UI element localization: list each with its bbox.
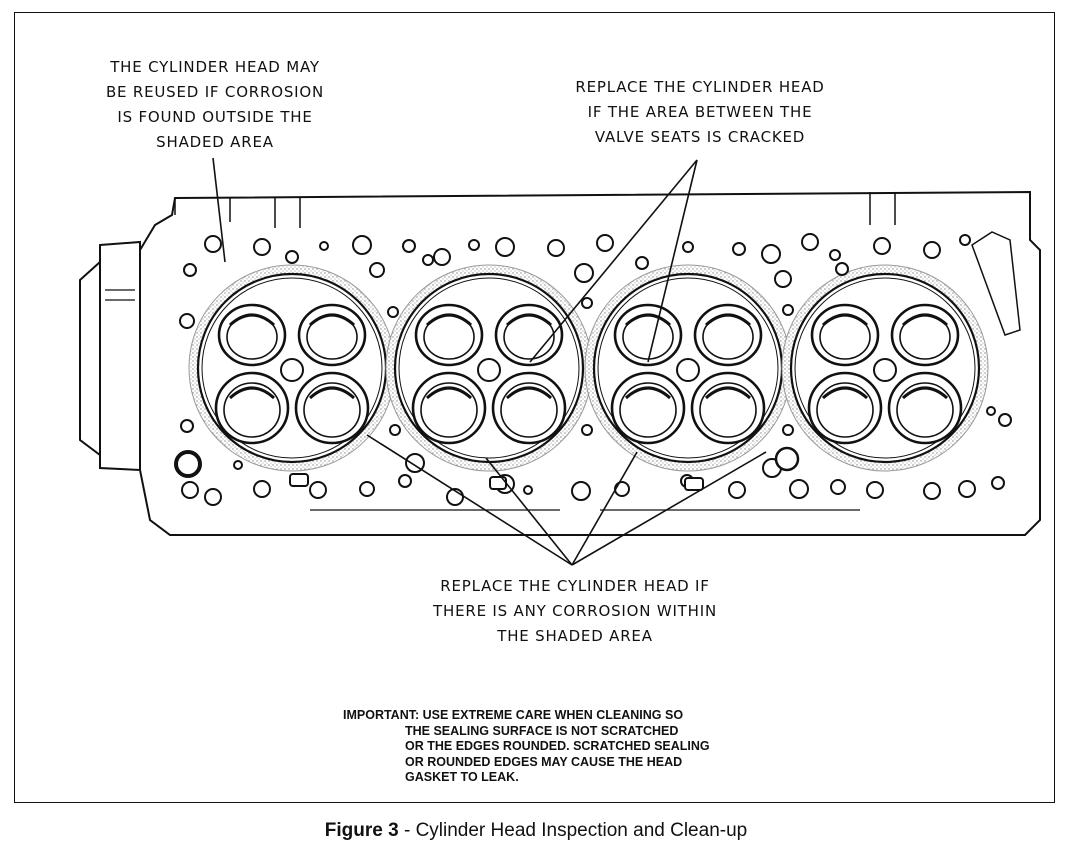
- bolt-hole: [998, 413, 1012, 427]
- bolt-hole: [253, 480, 271, 498]
- figure-caption: Figure 3 - Cylinder Head Inspection and …: [0, 820, 1072, 842]
- bolt-hole: [835, 262, 849, 276]
- bolt-hole: [204, 235, 222, 253]
- important-note: IMPORTANT: USE EXTREME CARE WHEN CLEANIN…: [343, 708, 710, 786]
- bolt-hole: [614, 481, 630, 497]
- bolt-hole: [389, 424, 401, 436]
- spark-plug-hole: [676, 358, 700, 382]
- bolt-hole: [253, 238, 271, 256]
- bolt-hole: [829, 249, 841, 261]
- bolt-hole: [866, 481, 884, 499]
- bolt-hole: [991, 476, 1005, 490]
- bolt-hole: [468, 239, 480, 251]
- callout-corrosion-line: THERE IS ANY CORROSION WITHIN: [433, 602, 717, 620]
- bolt-hole: [959, 234, 971, 246]
- bolt-hole: [433, 248, 451, 266]
- bolt-hole: [571, 481, 591, 501]
- bolt-hole: [574, 263, 594, 283]
- cylinder-4: [781, 264, 989, 472]
- callout-corrosion-line: THE SHADED AREA: [497, 627, 653, 645]
- bolt-hole: [181, 481, 199, 499]
- leader-corrosion-4: [571, 451, 767, 566]
- important-note-line: OR ROUNDED EDGES MAY CAUSE THE HEAD: [405, 754, 683, 769]
- spark-plug-hole: [873, 358, 897, 382]
- callout-reuse-line: THE CYLINDER HEAD MAY: [110, 58, 320, 76]
- leader-valve-a: [529, 159, 698, 363]
- bolt-hole: [402, 239, 416, 253]
- important-note-line: OR THE EDGES ROUNDED. SCRATCHED SEALING: [405, 739, 710, 753]
- bolt-hole: [789, 479, 809, 499]
- cylinder-3: [584, 264, 792, 472]
- bolt-hole: [398, 474, 412, 488]
- bolt-hole: [761, 244, 781, 264]
- important-note-line: IMPORTANT: USE EXTREME CARE WHEN CLEANIN…: [343, 708, 684, 722]
- bolt-hole: [732, 242, 746, 256]
- oil-passage-hole: [174, 450, 202, 478]
- spark-plug-hole: [477, 358, 501, 382]
- bolt-hole: [923, 482, 941, 500]
- figure-label: Figure 3: [324, 820, 399, 841]
- bolt-hole: [319, 241, 329, 251]
- callout-valve-line: VALVE SEATS IS CRACKED: [594, 128, 806, 146]
- leader-lines: [212, 157, 767, 566]
- figure-frame: [14, 12, 1055, 803]
- bolt-hole: [422, 254, 434, 266]
- leader-valve-b: [647, 159, 698, 363]
- bolt-hole: [285, 250, 299, 264]
- bolt-hole: [958, 480, 976, 498]
- bolt-hole: [923, 241, 941, 259]
- callout-valve-line: REPLACE THE CYLINDER HEAD: [575, 78, 825, 96]
- leader-corrosion-3: [571, 451, 638, 566]
- bolt-hole: [547, 239, 565, 257]
- leader-corrosion-2: [485, 457, 573, 566]
- bolt-hole: [369, 262, 385, 278]
- leader-corrosion-1: [366, 434, 573, 566]
- bolt-hole: [635, 256, 649, 270]
- bolt-hole: [830, 479, 846, 495]
- bolt-hole: [352, 235, 372, 255]
- callout-corrosion-line: REPLACE THE CYLINDER HEAD IF: [440, 577, 710, 595]
- slot-hole: [289, 473, 309, 487]
- bolt-hole: [682, 241, 694, 253]
- bolt-hole: [801, 233, 819, 251]
- bolt-hole: [183, 263, 197, 277]
- bolt-hole: [387, 306, 399, 318]
- bolt-hole: [581, 297, 593, 309]
- bolt-hole: [986, 406, 996, 416]
- callout-valve-seats: REPLACE THE CYLINDER HEAD IF THE AREA BE…: [520, 75, 880, 150]
- cylinder-1: [188, 264, 396, 472]
- bolt-hole: [233, 460, 243, 470]
- bolt-hole: [180, 419, 194, 433]
- bolt-hole: [873, 237, 891, 255]
- bolt-hole: [495, 237, 515, 257]
- important-note-line: GASKET TO LEAK.: [405, 770, 519, 784]
- bolt-hole: [774, 270, 792, 288]
- cylinder-2: [385, 264, 593, 472]
- callout-reuse-line: IS FOUND OUTSIDE THE: [117, 108, 313, 126]
- bolt-hole: [179, 313, 195, 329]
- bolt-hole: [728, 481, 746, 499]
- bolt-hole: [596, 234, 614, 252]
- callout-reuse: THE CYLINDER HEAD MAY BE REUSED IF CORRO…: [60, 55, 370, 155]
- spark-plug-hole: [280, 358, 304, 382]
- oil-passage-hole: [774, 446, 800, 472]
- bolt-hole: [782, 304, 794, 316]
- bolt-hole: [523, 485, 533, 495]
- bolt-hole: [782, 424, 794, 436]
- callout-corrosion: REPLACE THE CYLINDER HEAD IF THERE IS AN…: [400, 574, 750, 649]
- figure-caption-text: - Cylinder Head Inspection and Clean-up: [398, 820, 748, 841]
- slot-hole: [684, 477, 704, 491]
- callout-reuse-line: SHADED AREA: [156, 133, 274, 151]
- leader-reuse: [212, 157, 226, 263]
- bolt-hole: [359, 481, 375, 497]
- bolt-hole: [204, 488, 222, 506]
- callout-reuse-line: BE REUSED IF CORROSION: [105, 83, 325, 101]
- bolt-hole: [309, 481, 327, 499]
- callout-valve-line: IF THE AREA BETWEEN THE: [587, 103, 813, 121]
- bolt-hole: [581, 424, 593, 436]
- important-note-line: THE SEALING SURFACE IS NOT SCRATCHED: [405, 723, 679, 738]
